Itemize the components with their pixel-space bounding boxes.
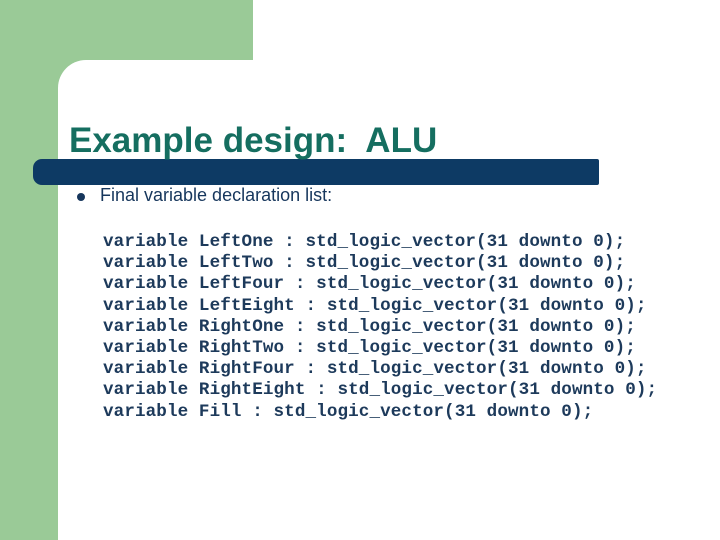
code-line: variable RightFour : std_logic_vector(31…: [103, 359, 647, 380]
slide-title: Example design: ALU: [69, 121, 438, 161]
code-line: variable LeftEight : std_logic_vector(31…: [103, 295, 647, 316]
bullet-icon: [77, 193, 85, 201]
code-line: variable LeftOne : std_logic_vector(31 d…: [103, 232, 626, 252]
code-line: variable Fill : std_logic_vector(31 down…: [103, 401, 594, 422]
code-line: variable RightEight : std_logic_vector(3…: [103, 380, 658, 401]
title-divider-bar: [33, 159, 599, 185]
code-line: variable LeftFour : std_logic_vector(31 …: [103, 274, 636, 295]
code-line: variable RightOne : std_logic_vector(31 …: [103, 316, 636, 337]
code-line: variable LeftTwo : std_logic_vector(31 d…: [103, 253, 626, 274]
code-block: variable LeftOne : std_logic_vector(31 d…: [103, 232, 657, 423]
bullet-label: Final variable declaration list:: [100, 185, 333, 205]
code-line: variable RightTwo : std_logic_vector(31 …: [103, 338, 636, 359]
content-card: [58, 60, 720, 540]
